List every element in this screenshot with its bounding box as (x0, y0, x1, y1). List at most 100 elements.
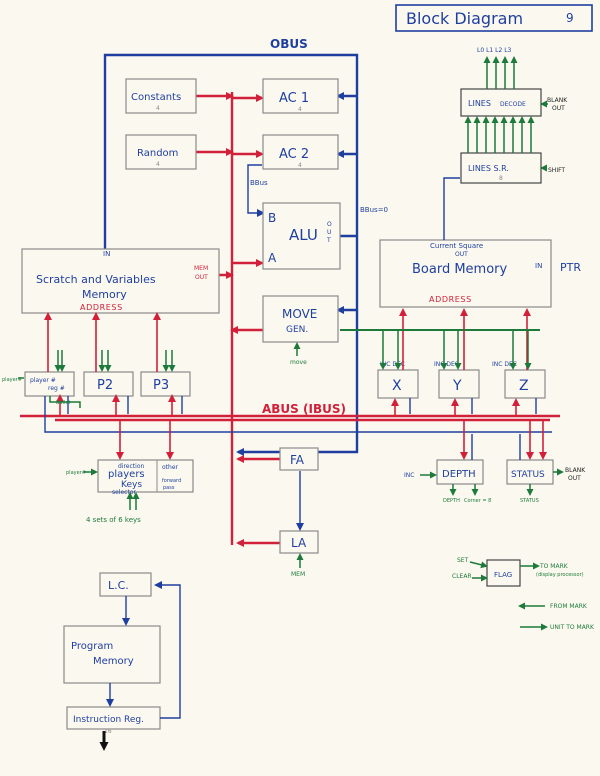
svg-text:T: T (326, 237, 331, 244)
alu-box: B A ALU O U T (262, 202, 341, 270)
abus: ABUS (IBUS) (20, 92, 560, 547)
program-memory-box: Program Memory (63, 625, 161, 684)
ac2-register: AC 2 4 (262, 134, 339, 170)
blank-out-label: BLANK (547, 97, 568, 104)
svg-text:STATUS: STATUS (511, 470, 545, 480)
move-gen-label: MOVE (282, 307, 317, 321)
abus-label: ABUS (IBUS) (262, 402, 346, 416)
depth-register: DEPTH (436, 459, 484, 485)
instruction-reg-box: Instruction Reg. 16 (66, 706, 161, 735)
ac1-register: AC 1 4 (262, 78, 339, 114)
svg-text:Z: Z (519, 378, 529, 394)
svg-text:TO MARK: TO MARK (539, 563, 569, 570)
board-memory-label: Board Memory (412, 262, 508, 277)
svg-text:UNIT TO MARK: UNIT TO MARK (550, 624, 595, 631)
p3-register: P3 (140, 371, 191, 397)
svg-text:P3: P3 (153, 378, 169, 393)
diagram-title: Block Diagram (406, 9, 523, 28)
svg-text:L0 L1 L2 L3: L0 L1 L2 L3 (477, 47, 512, 54)
svg-text:pass: pass (163, 485, 175, 491)
board-address: ADDRESS (429, 295, 472, 304)
scratch-address: ADDRESS (80, 303, 123, 312)
svg-text:player#: player# (2, 377, 22, 383)
svg-text:4: 4 (156, 161, 160, 168)
svg-text:L.C.: L.C. (108, 579, 129, 592)
lines-decode-box: LINES DECODE BLANK OUT (460, 88, 568, 117)
svg-text:DEPTH: DEPTH (443, 498, 460, 504)
la-register: LA (279, 530, 319, 554)
svg-text:Corner = 8: Corner = 8 (464, 498, 491, 504)
ac2-label: AC 2 (279, 147, 309, 162)
svg-text:4: 4 (298, 106, 302, 113)
keys-selector-box: direction players Keys selector other fo… (86, 459, 194, 524)
svg-text:INC DEC: INC DEC (434, 361, 459, 368)
svg-text:other: other (162, 464, 179, 471)
lines-sr-label: LINES S.R. (468, 164, 509, 173)
svg-text:move: move (290, 359, 307, 366)
page-number: 9 (566, 11, 574, 25)
svg-text:Keys: Keys (121, 480, 142, 490)
scratch-memory-box: IN Scratch and Variables Memory ADDRESS … (21, 248, 220, 314)
svg-text:OUT: OUT (552, 105, 565, 112)
svg-text:4: 4 (156, 105, 160, 112)
svg-text:players: players (108, 469, 145, 480)
key-sets-label: 4 sets of 6 keys (86, 516, 141, 524)
svg-text:player #: player # (30, 377, 56, 384)
svg-text:U: U (327, 229, 331, 236)
svg-text:P2: P2 (97, 378, 113, 393)
svg-text:direction: direction (118, 463, 144, 470)
svg-text:A: A (268, 251, 277, 265)
scratch-label-2: Memory (82, 288, 127, 301)
svg-text:MEM: MEM (291, 571, 305, 578)
svg-text:INC: INC (404, 472, 414, 479)
svg-text:OUT: OUT (455, 251, 468, 258)
svg-text:OUT: OUT (568, 475, 581, 482)
svg-text:DECODE: DECODE (500, 101, 526, 108)
player-reg-box: player # reg # (24, 371, 75, 397)
constants-box: Constants 4 (125, 78, 197, 114)
svg-text:forward: forward (162, 478, 181, 484)
svg-text:IN: IN (103, 250, 110, 258)
status-register: STATUS (506, 459, 554, 485)
svg-text:OUT: OUT (195, 274, 208, 281)
svg-text:FROM MARK: FROM MARK (550, 603, 588, 610)
x-register: X (377, 369, 419, 399)
title-box: Block Diagram 9 (395, 4, 593, 32)
lc-register: L.C. (99, 572, 152, 597)
flag-box: FLAG SET CLEAR TO MARK (display processo… (452, 557, 584, 587)
svg-text:8: 8 (499, 175, 503, 182)
svg-text:16: 16 (104, 728, 112, 735)
svg-text:SET: SET (457, 557, 469, 564)
lines-sr-box: LINES S.R. 8 SHIFT (460, 152, 565, 184)
bbus-label: BBus (250, 179, 268, 187)
ac1-label: AC 1 (279, 91, 309, 106)
svg-text:4: 4 (298, 162, 302, 169)
svg-text:MEM: MEM (194, 265, 208, 272)
alu-label: ALU (289, 226, 318, 244)
ptr-label: PTR (560, 261, 581, 274)
svg-text:Y: Y (452, 378, 462, 394)
svg-text:player#: player# (66, 470, 86, 476)
move-gen-label-2: GEN. (286, 325, 308, 335)
svg-text:O: O (327, 221, 332, 228)
bbus-zero-label: BBus=0 (360, 206, 388, 214)
z-register: Z (504, 369, 546, 399)
p2-register: P2 (83, 371, 134, 397)
random-label: Random (137, 148, 178, 159)
shift-label: SHIFT (548, 167, 565, 174)
svg-text:reg #: reg # (48, 385, 65, 392)
svg-text:LA: LA (291, 536, 307, 550)
move-gen-box: MOVE GEN. move (262, 295, 339, 366)
fa-register: FA (279, 447, 319, 471)
lines-label: LINES (468, 99, 491, 108)
svg-text:Memory: Memory (93, 656, 134, 667)
board-memory-box: Current Square OUT Board Memory IN ADDRE… (379, 239, 581, 308)
svg-text:STATUS: STATUS (520, 498, 539, 504)
svg-text:INC DEC: INC DEC (380, 361, 405, 368)
svg-text:CLEAR: CLEAR (452, 573, 472, 580)
svg-text:FA: FA (290, 453, 305, 467)
svg-text:(display processor): (display processor) (536, 572, 584, 578)
svg-text:selector: selector (112, 489, 136, 496)
